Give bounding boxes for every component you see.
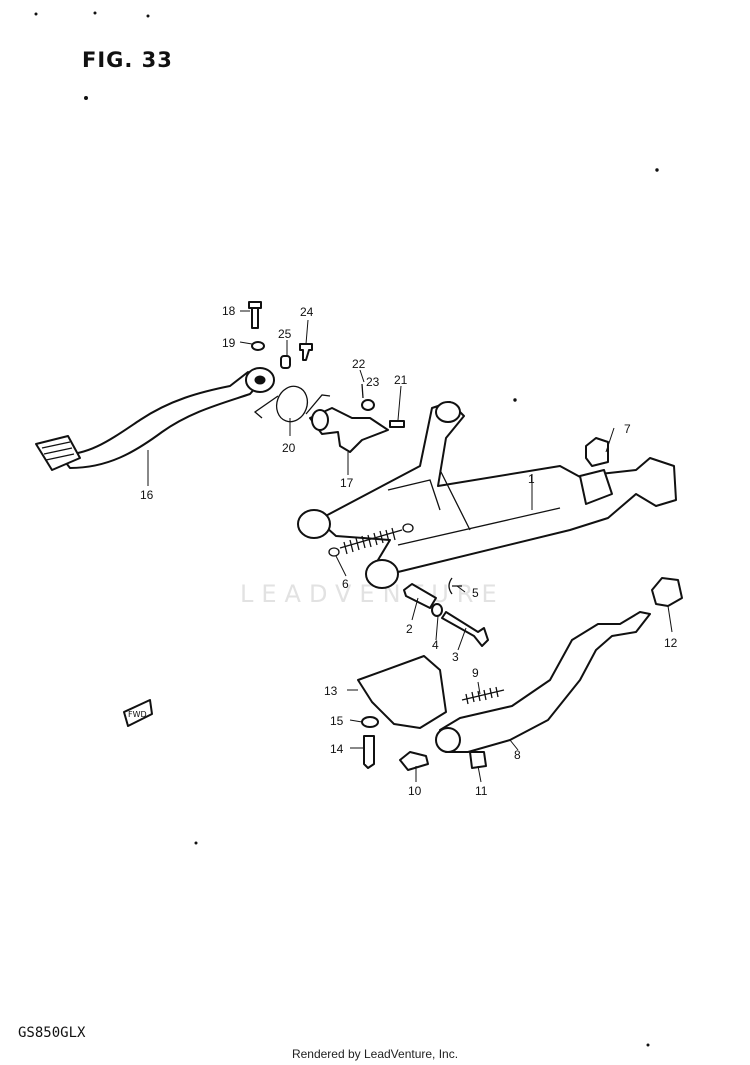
- callout-22: 22: [352, 357, 366, 371]
- forward-direction-marker: FWD: [123, 699, 153, 727]
- pedal-shaft-lever: [309, 407, 389, 453]
- stand-pivot-hardware: [403, 577, 489, 647]
- scan-speckles: [34, 11, 659, 1047]
- forward-marker-text: FWD: [128, 710, 147, 719]
- callout-2: 2: [406, 622, 413, 636]
- callout-14: 14: [330, 742, 344, 756]
- callout-12: 12: [664, 636, 678, 650]
- render-credit: Rendered by LeadVenture, Inc.: [291, 1047, 459, 1061]
- callout-19: 19: [222, 336, 236, 350]
- leader-lines: [147, 310, 673, 783]
- callout-15: 15: [330, 714, 344, 728]
- stand-spring: [328, 523, 414, 557]
- callout-6: 6: [342, 577, 349, 591]
- callout-7: 7: [624, 422, 631, 436]
- side-stand-cap: [651, 577, 683, 607]
- callout-24: 24: [300, 305, 314, 319]
- callout-5: 5: [472, 586, 479, 600]
- callout-3: 3: [452, 650, 459, 664]
- watermark: LEADVENTURE: [240, 580, 505, 608]
- callout-10: 10: [408, 784, 422, 798]
- callout-13: 13: [324, 684, 338, 698]
- callout-21: 21: [394, 373, 408, 387]
- callout-4: 4: [432, 638, 439, 652]
- model-code: GS850GLX: [18, 1025, 86, 1041]
- bolts-and-washers: [248, 301, 405, 428]
- brake-pedal: [35, 367, 275, 471]
- callout-9: 9: [472, 666, 479, 680]
- center-stand: [297, 401, 677, 589]
- callout-8: 8: [514, 748, 521, 762]
- callout-20: 20: [282, 441, 296, 455]
- callout-23: 23: [366, 375, 380, 389]
- callout-25: 25: [278, 327, 292, 341]
- callout-1: 1: [528, 472, 535, 486]
- callout-18: 18: [222, 304, 236, 318]
- side-stand-spring: [461, 686, 505, 705]
- callout-17: 17: [340, 476, 354, 490]
- side-stand-bracket: [357, 655, 447, 729]
- side-stand: [435, 611, 651, 753]
- callout-11: 11: [475, 784, 488, 798]
- figure-title: FIG. 33: [82, 48, 173, 72]
- stand-cap: [585, 437, 609, 467]
- side-stand-hardware: [361, 716, 487, 771]
- callout-16: 16: [140, 488, 154, 502]
- return-spring: [253, 385, 331, 423]
